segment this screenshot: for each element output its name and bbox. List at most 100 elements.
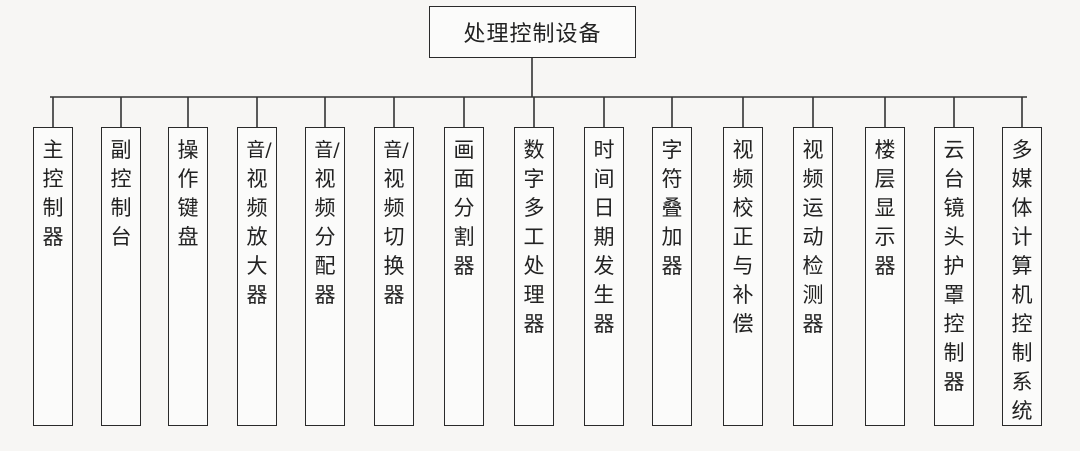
child-label-char: 音/	[246, 139, 272, 161]
child-node-2: 副控制台	[101, 127, 141, 426]
child-label-char: 云	[943, 138, 965, 162]
child-label-char: 字	[661, 138, 683, 162]
child-label-char: 视	[802, 138, 824, 162]
child-label-char: 层	[874, 167, 896, 191]
child-node-15: 多媒体计算机控制系统	[1002, 127, 1042, 426]
child-label-char: 制	[42, 196, 64, 220]
child-label-char: 计	[1011, 225, 1033, 249]
child-label-char: 切	[383, 225, 405, 249]
child-node-1: 主控制器	[33, 127, 73, 426]
child-label-char: 楼	[874, 138, 896, 162]
child-node-8: 数字多工处理器	[514, 127, 554, 426]
child-label-char: 护	[943, 254, 965, 278]
child-label-char: 处	[523, 254, 545, 278]
child-label-char: 器	[523, 312, 545, 336]
child-label-char: 视	[732, 138, 754, 162]
child-label-char: 器	[314, 283, 336, 307]
child-label-char: 频	[802, 167, 824, 191]
child-label-char: 体	[1011, 196, 1033, 220]
child-label-char: 换	[383, 254, 405, 278]
child-label-char: 音/	[383, 139, 409, 161]
child-label-char: 动	[802, 225, 824, 249]
child-label-char: 放	[246, 225, 268, 249]
child-node-9: 时间日期发生器	[584, 127, 624, 426]
child-label-char: 测	[802, 283, 824, 307]
child-label-char: 罩	[943, 283, 965, 307]
child-label-char: 工	[523, 225, 545, 249]
child-label-char: 检	[802, 254, 824, 278]
child-label-char: 头	[943, 225, 965, 249]
child-label-char: 控	[110, 167, 132, 191]
child-label-char: 期	[593, 225, 615, 249]
child-label-char: 镜	[943, 196, 965, 220]
child-label-char: 日	[593, 196, 615, 220]
child-label-char: 系	[1011, 370, 1033, 394]
child-label-char: 控	[42, 167, 64, 191]
child-label-char: 数	[523, 138, 545, 162]
child-label-char: 盘	[177, 225, 199, 249]
child-label-char: 生	[593, 283, 615, 307]
child-label-char: 时	[593, 138, 615, 162]
child-label-char: 理	[523, 283, 545, 307]
child-label-char: 制	[1011, 341, 1033, 365]
child-label-char: 校	[732, 196, 754, 220]
child-label-char: 大	[246, 254, 268, 278]
child-label-char: 视	[246, 167, 268, 191]
child-label-char: 器	[874, 254, 896, 278]
child-label-char: 符	[661, 167, 683, 191]
child-label-char: 算	[1011, 254, 1033, 278]
child-node-4: 音/视频放大器	[237, 127, 277, 426]
child-label-char: 器	[453, 254, 475, 278]
child-node-6: 音/视频切换器	[374, 127, 414, 426]
child-label-char: 频	[246, 196, 268, 220]
child-label-char: 器	[246, 283, 268, 307]
child-label-char: 补	[732, 283, 754, 307]
child-label-char: 制	[110, 196, 132, 220]
child-label-char: 分	[314, 225, 336, 249]
child-node-14: 云台镜头护罩控制器	[934, 127, 974, 426]
child-label-char: 器	[42, 225, 64, 249]
child-label-char: 发	[593, 254, 615, 278]
child-label-char: 分	[453, 196, 475, 220]
child-label-char: 多	[1011, 138, 1033, 162]
child-label-char: 配	[314, 254, 336, 278]
child-node-5: 音/视频分配器	[305, 127, 345, 426]
child-label-char: 器	[661, 254, 683, 278]
child-label-char: 示	[874, 225, 896, 249]
child-label-char: 运	[802, 196, 824, 220]
child-node-10: 字符叠加器	[652, 127, 692, 426]
child-label-char: 与	[732, 254, 754, 278]
child-label-char: 偿	[732, 312, 754, 336]
child-label-char: 器	[802, 312, 824, 336]
child-label-char: 视	[314, 167, 336, 191]
child-node-13: 楼层显示器	[865, 127, 905, 426]
child-node-12: 视频运动检测器	[793, 127, 833, 426]
child-label-char: 字	[523, 167, 545, 191]
child-label-char: 主	[42, 138, 64, 162]
child-label-char: 器	[593, 312, 615, 336]
child-label-char: 视	[383, 167, 405, 191]
child-label-char: 音/	[314, 139, 340, 161]
child-label-char: 操	[177, 138, 199, 162]
child-label-char: 副	[110, 138, 132, 162]
child-label-char: 叠	[661, 196, 683, 220]
child-label-char: 多	[523, 196, 545, 220]
child-label-char: 键	[177, 196, 199, 220]
child-label-char: 显	[874, 196, 896, 220]
child-node-11: 视频校正与补偿	[723, 127, 763, 426]
child-label-char: 频	[314, 196, 336, 220]
child-label-char: 台	[943, 167, 965, 191]
child-label-char: 器	[943, 370, 965, 394]
child-label-char: 控	[943, 312, 965, 336]
child-label-char: 割	[453, 225, 475, 249]
child-label-char: 机	[1011, 283, 1033, 307]
root-node: 处理控制设备	[429, 6, 636, 58]
child-label-char: 加	[661, 225, 683, 249]
child-label-char: 间	[593, 167, 615, 191]
child-label-char: 制	[943, 341, 965, 365]
child-label-char: 器	[383, 283, 405, 307]
child-label-char: 统	[1011, 399, 1033, 423]
child-label-char: 画	[453, 138, 475, 162]
